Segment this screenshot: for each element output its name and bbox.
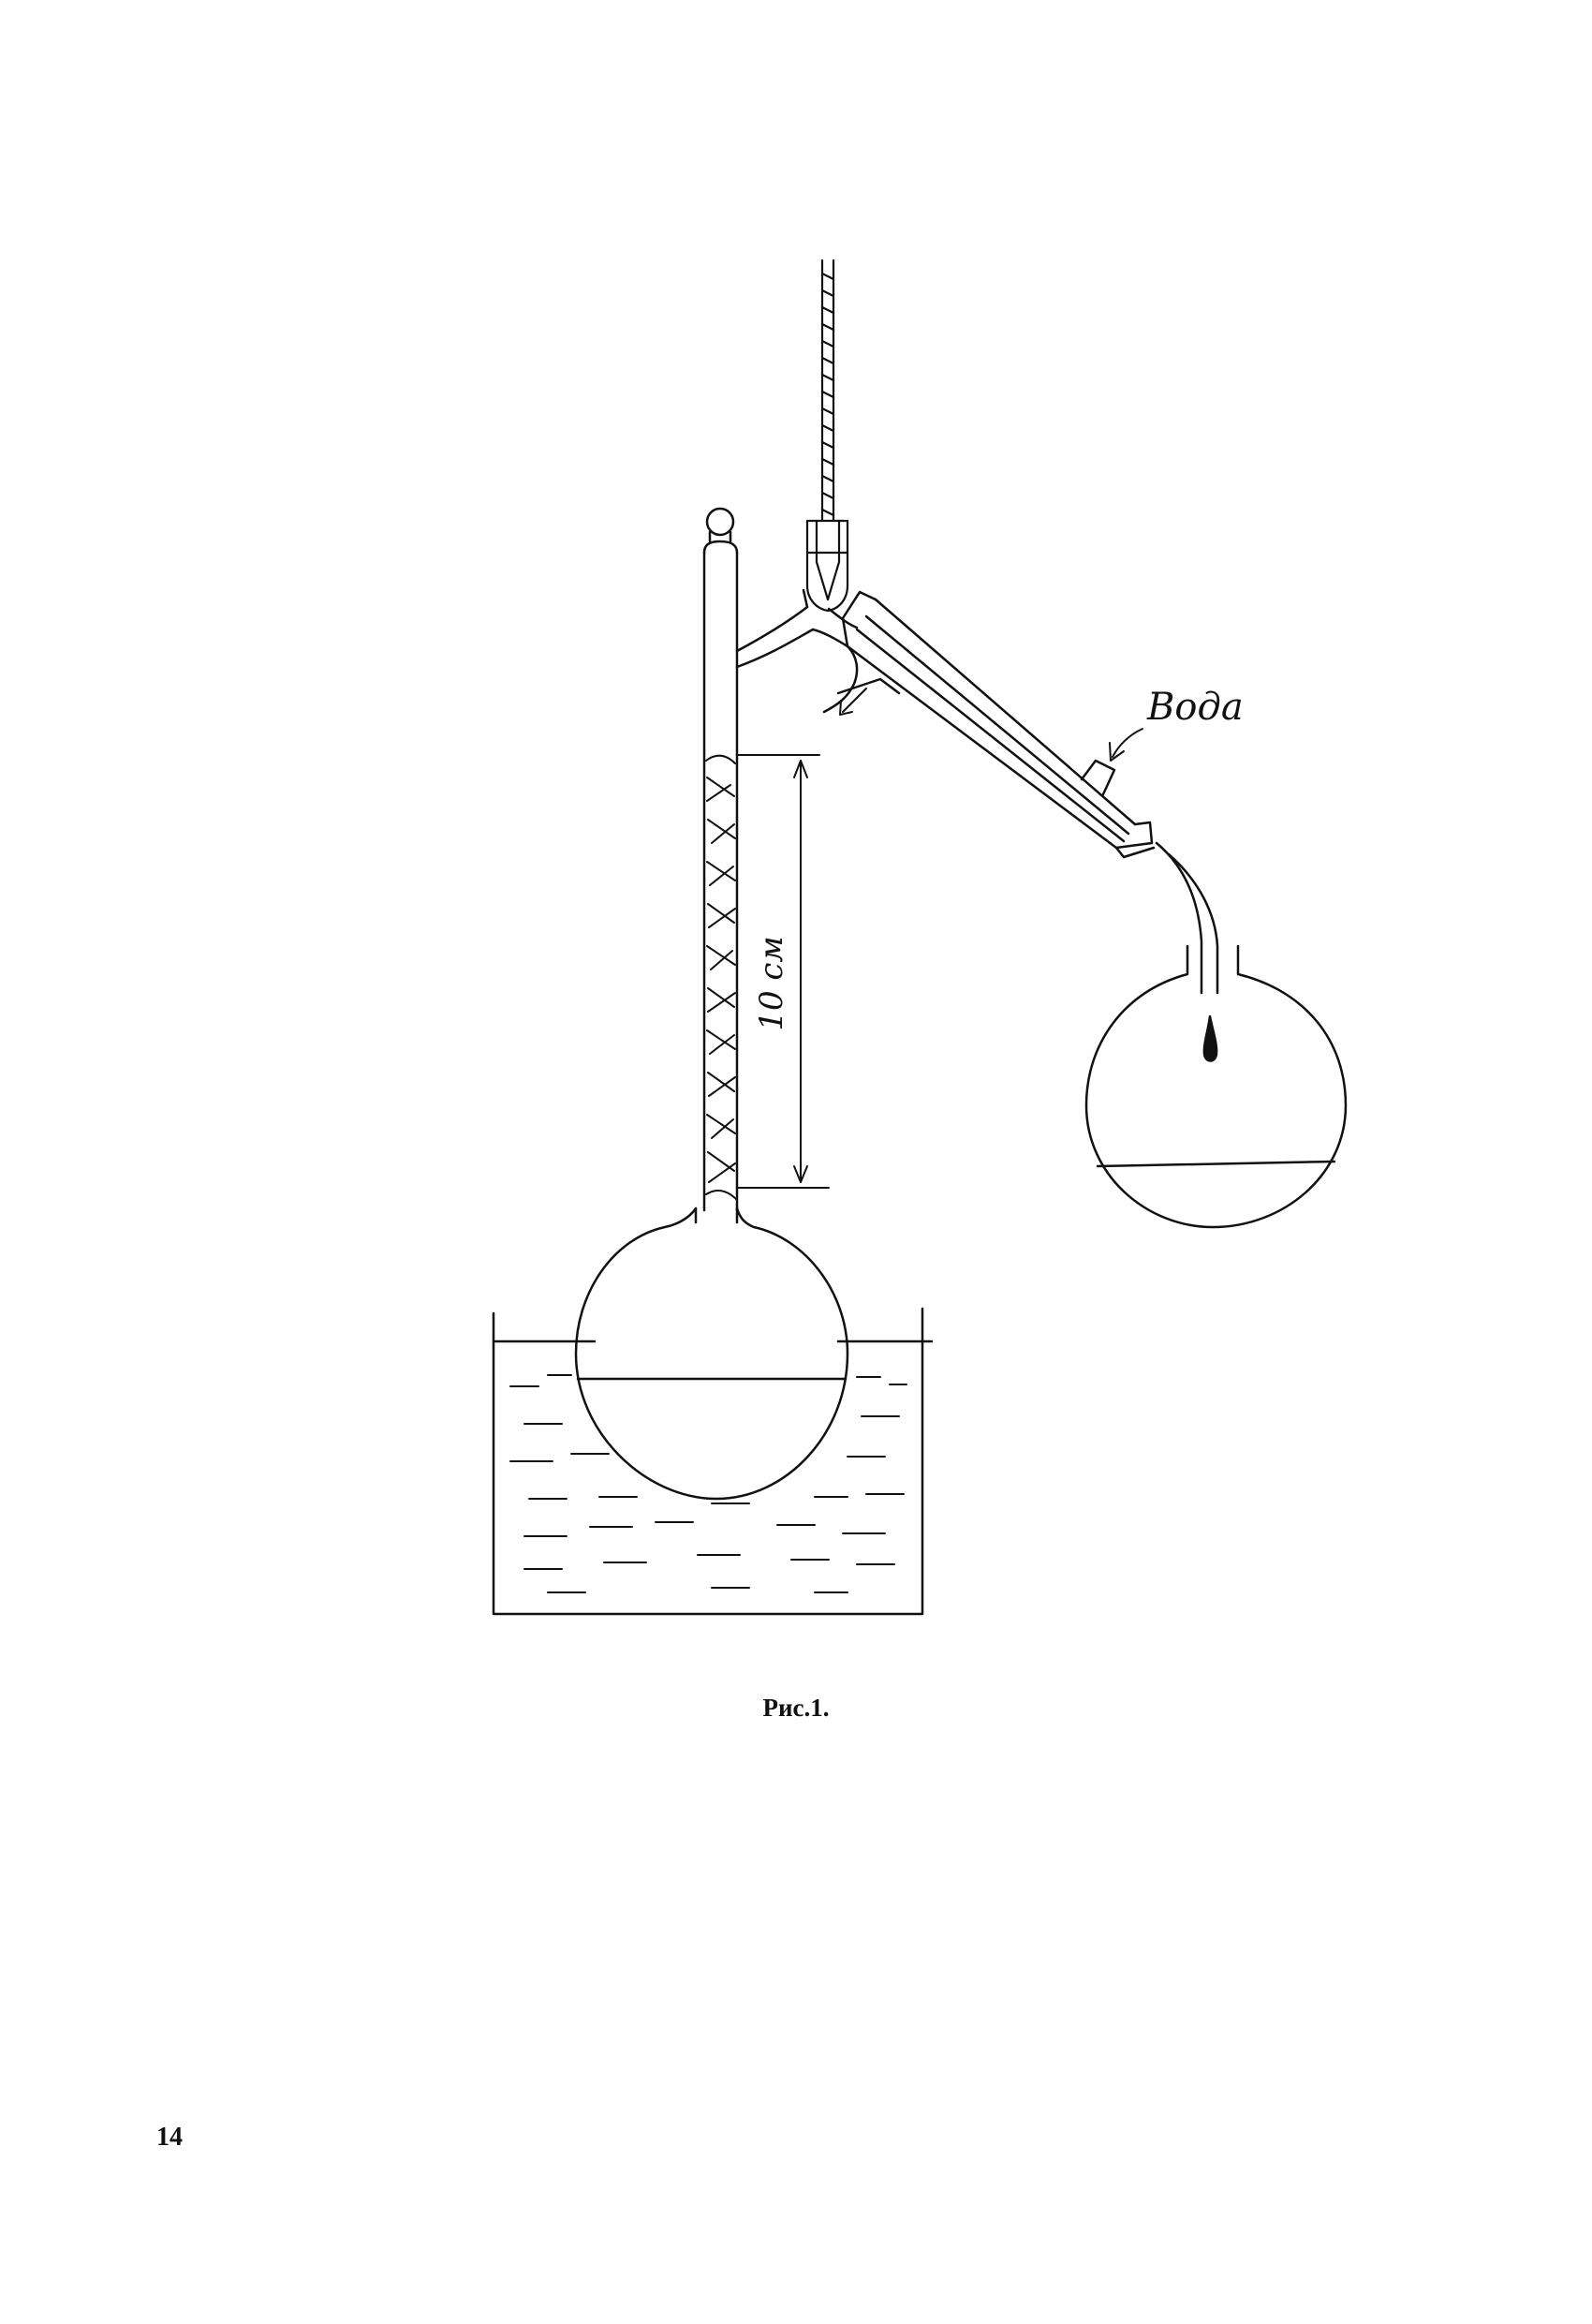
distillation-flask — [574, 1206, 849, 1501]
vent-arrow — [839, 688, 867, 716]
column-stopper — [705, 507, 735, 537]
receiver-liquid-level — [1096, 1160, 1336, 1168]
liebig-condenser — [841, 590, 1156, 859]
fractionating-column — [702, 507, 739, 1212]
bath-liquid-dashes — [509, 1374, 907, 1593]
thermometer — [805, 259, 849, 613]
column-packing — [705, 754, 737, 1200]
figure-caption: Рис.1. — [762, 1694, 830, 1722]
adapter-tube — [1155, 841, 1219, 995]
still-head — [735, 588, 901, 714]
page-number: 14 — [156, 2123, 183, 2152]
receiving-flask — [1084, 944, 1348, 1229]
distillate-drop — [1202, 1014, 1218, 1062]
heating-bath — [492, 1307, 934, 1616]
water-label: Вода — [1146, 686, 1244, 729]
water-inlet-arrow — [1109, 728, 1143, 762]
length-label: 10 см — [753, 936, 790, 1030]
dimension-marker — [737, 754, 830, 1189]
